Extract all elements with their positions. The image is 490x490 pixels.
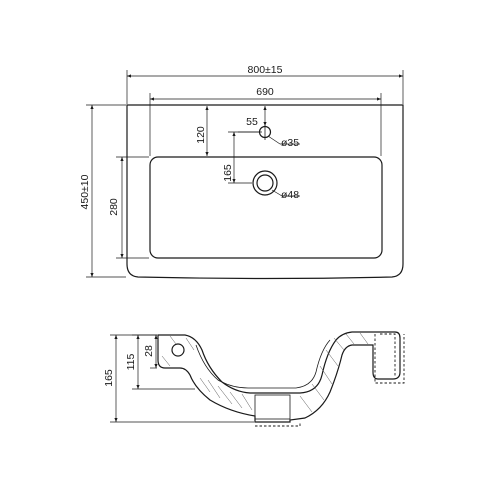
dim-tap-offset-y: 120 xyxy=(195,126,207,144)
dim-tap-diameter: ø35 xyxy=(281,137,299,149)
dim-drain-offset-y: 165 xyxy=(222,164,234,182)
dim-section-height: 165 xyxy=(103,369,115,387)
cabinet-outline xyxy=(380,333,396,376)
drain-inner xyxy=(256,174,274,192)
drain-outer xyxy=(252,170,278,196)
dim-drain-diameter: ø48 xyxy=(281,189,299,201)
section-view: 165 115 28 xyxy=(103,331,405,427)
basin-outline xyxy=(126,104,404,280)
dim-bowl-depth: 280 xyxy=(108,198,120,216)
inner-profile xyxy=(195,339,331,389)
dim-overall-width: 800±15 xyxy=(248,64,283,76)
section-profile xyxy=(157,331,401,423)
drain-sleeve xyxy=(254,394,291,420)
overflow-hole xyxy=(171,343,185,357)
dim-tap-offset-x: 55 xyxy=(246,116,258,128)
section-hatching xyxy=(161,332,369,413)
dim-section-rim-height: 28 xyxy=(143,345,155,357)
dim-overall-depth: 450±10 xyxy=(79,174,91,209)
top-view: 800±15 690 450±10 280 120 55 ø35 165 xyxy=(79,64,404,280)
bowl-outline xyxy=(149,156,383,259)
dim-bowl-width: 690 xyxy=(256,86,274,98)
dim-section-bowl-depth: 115 xyxy=(125,353,137,370)
